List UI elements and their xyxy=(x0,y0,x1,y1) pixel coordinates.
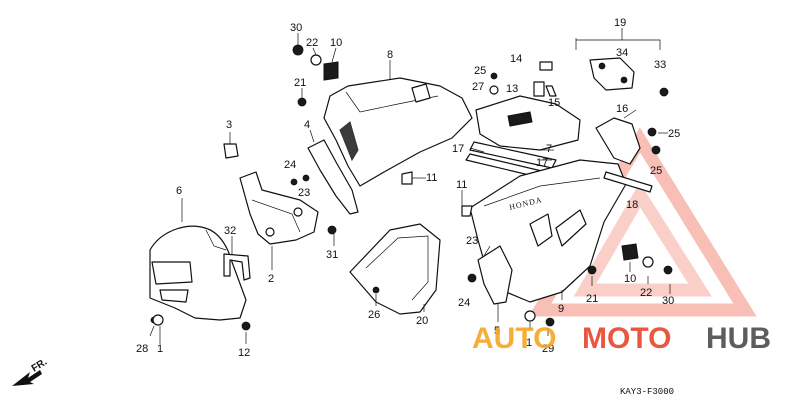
trim-strip-part xyxy=(603,171,653,193)
fasteners xyxy=(150,44,673,331)
lower-cover-part xyxy=(349,223,441,315)
callout-33: 33 xyxy=(654,59,666,71)
callout-1: 1 xyxy=(157,343,163,355)
callout-27: 27 xyxy=(472,81,484,93)
callout-16: 16 xyxy=(616,103,628,115)
callout-6: 6 xyxy=(176,185,182,197)
callout-11b: 11 xyxy=(456,179,467,191)
callout-25: 25 xyxy=(474,65,486,77)
tail-bracket-part xyxy=(595,117,641,165)
callout-28: 28 xyxy=(136,343,148,355)
callout-11: 11 xyxy=(426,172,437,184)
callout-23b: 23 xyxy=(466,235,478,247)
callout-15: 15 xyxy=(548,97,560,109)
callout-13: 13 xyxy=(506,83,518,95)
callout-12: 12 xyxy=(238,347,250,359)
rubber-band-part xyxy=(223,253,251,281)
callout-22: 22 xyxy=(306,37,318,49)
callout-9: 9 xyxy=(558,303,564,315)
callout-32: 32 xyxy=(224,225,236,237)
callout-labels: 30 22 10 8 21 3 4 24 23 6 32 2 31 28 1 1… xyxy=(136,17,680,359)
callout-17b: 17 xyxy=(536,157,548,169)
callout-14: 14 xyxy=(510,53,522,65)
callout-17a: 17 xyxy=(452,143,464,155)
callout-20: 20 xyxy=(416,315,428,327)
callout-24b: 24 xyxy=(458,297,470,309)
front-cowl-part xyxy=(149,225,247,321)
callout-2: 2 xyxy=(268,273,274,285)
callout-29: 29 xyxy=(542,343,554,355)
callout-26: 26 xyxy=(368,309,380,321)
callout-30: 30 xyxy=(290,22,302,34)
watermark-auto: AUTO xyxy=(472,322,556,355)
callout-21b: 21 xyxy=(586,293,598,305)
callout-21: 21 xyxy=(294,77,306,89)
callout-25b: 25 xyxy=(668,128,680,140)
callout-10: 10 xyxy=(330,37,342,49)
stay-bracket-part xyxy=(239,171,319,245)
drawing-code: KAY3-F3000 xyxy=(620,387,674,397)
callout-5: 5 xyxy=(494,325,500,337)
callout-34: 34 xyxy=(616,47,628,59)
watermark-hub: HUB xyxy=(706,322,771,355)
watermark-text: AUTO MOTO HUB xyxy=(472,322,771,355)
watermark-triangle-inner xyxy=(573,182,712,297)
callout-3: 3 xyxy=(226,119,232,131)
callout-1b: 1 xyxy=(526,337,532,349)
callout-24: 24 xyxy=(284,159,296,171)
callout-18: 18 xyxy=(626,199,638,211)
callout-10b: 10 xyxy=(624,273,636,285)
watermark-moto: MOTO xyxy=(582,322,671,355)
callout-7: 7 xyxy=(546,143,552,155)
callout-23: 23 xyxy=(298,187,310,199)
callout-22b: 22 xyxy=(640,287,652,299)
leader-lines xyxy=(149,28,671,344)
callout-19: 19 xyxy=(614,17,626,29)
side-stay-part xyxy=(477,245,513,305)
callout-8: 8 xyxy=(387,49,393,61)
callout-25c: 25 xyxy=(650,165,662,177)
inner-cowl-part xyxy=(323,77,473,187)
callout-30b: 30 xyxy=(662,295,674,307)
direction-label: FR. xyxy=(30,357,50,375)
callout-31: 31 xyxy=(326,249,338,261)
front-direction-arrow: FR. xyxy=(12,357,49,386)
latch-assembly-part xyxy=(589,57,635,91)
callout-4: 4 xyxy=(304,119,310,131)
left-stay-part xyxy=(307,139,359,215)
